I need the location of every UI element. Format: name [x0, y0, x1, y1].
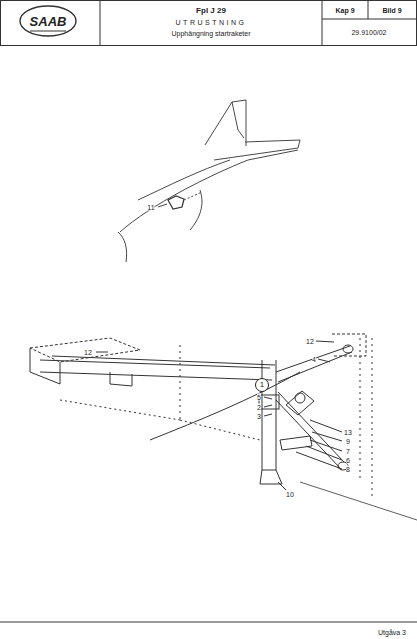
chapter-number: Kap 9 — [335, 7, 354, 14]
callout-number: 5 — [257, 394, 261, 401]
callout-number: 10 — [286, 491, 294, 498]
callout-number: 3 — [257, 413, 261, 420]
callout-circle: 1 — [255, 378, 269, 392]
aircraft-tail — [118, 100, 300, 262]
callout-number: 2 — [257, 404, 261, 411]
callout-number: 11 — [147, 204, 154, 211]
callout-number: 1 — [260, 381, 264, 389]
document-title: Fpl J 29 — [196, 7, 226, 15]
figure-number: Bild 9 — [382, 7, 401, 14]
footer-rule — [0, 622, 417, 623]
callout-number: 9 — [346, 438, 350, 445]
logo-text: SAAB — [30, 15, 67, 28]
edition-note: Utgåva 3 — [378, 629, 406, 636]
rocket-suspension — [30, 334, 417, 520]
callout-number: 12 — [84, 349, 92, 356]
callout-number: 4 — [312, 356, 316, 363]
document-number: 29.9100/02 — [351, 29, 386, 36]
chapter-heading: UTRUSTNING — [176, 19, 247, 26]
header-frame — [1, 0, 417, 46]
callout-number: 13 — [344, 429, 352, 436]
callout-number: 7 — [346, 448, 350, 455]
callout-number: 12 — [306, 338, 314, 345]
callout-number: 6 — [346, 457, 350, 464]
subject-heading: Upphängning startraketer — [172, 30, 251, 37]
callout-number: 8 — [346, 466, 350, 473]
